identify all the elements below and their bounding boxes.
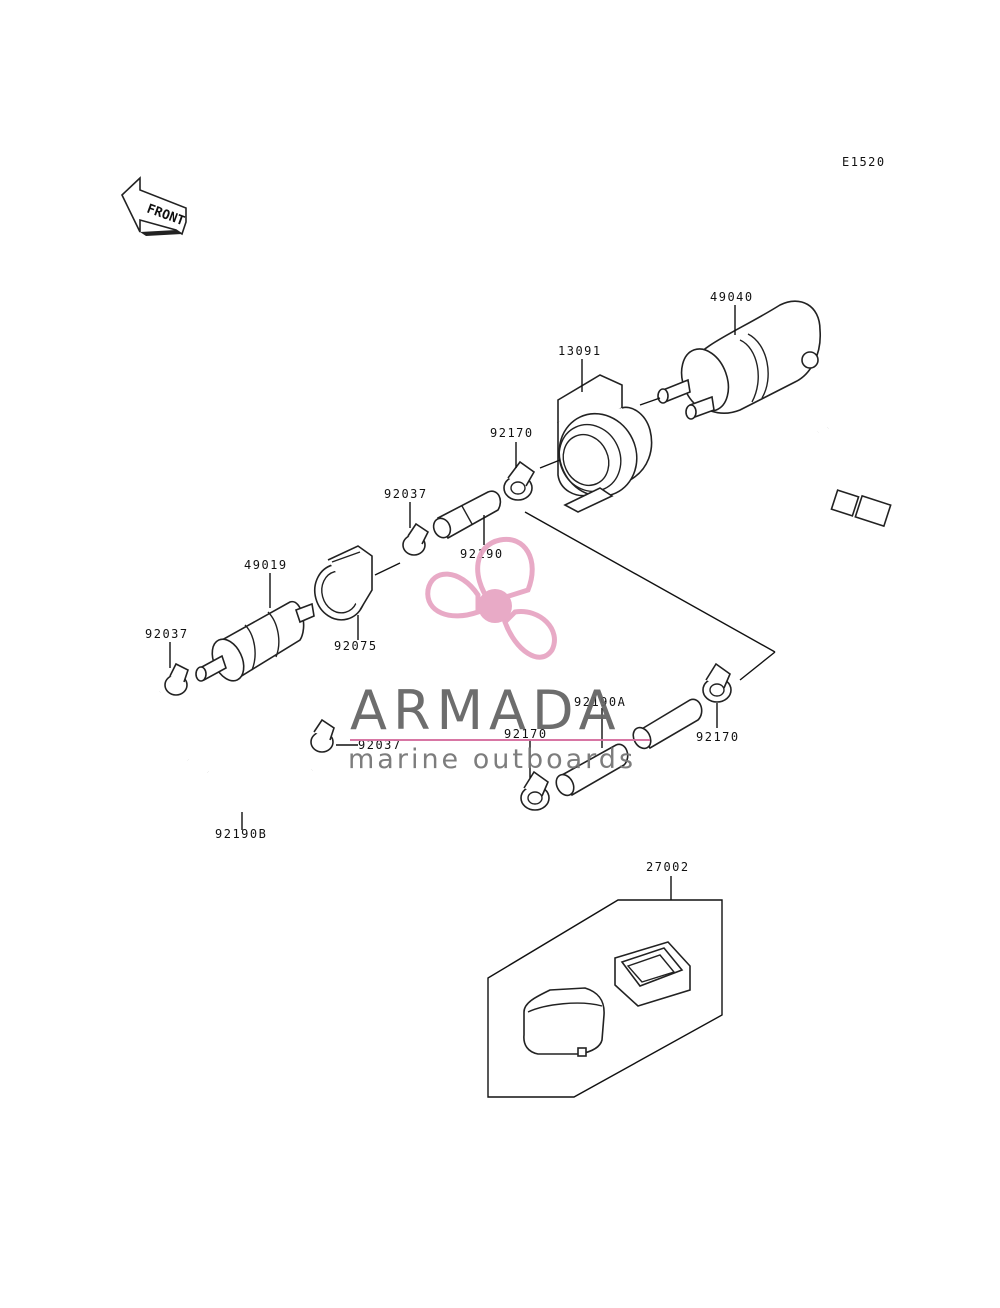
hose-92190B: [109, 682, 322, 821]
hose-92190: [432, 490, 502, 540]
fuel-pump-49040: [657, 300, 821, 420]
label-49040: 49040: [710, 290, 754, 304]
pump-bracket-13091: [557, 374, 653, 513]
kit-box-outline: [487, 899, 723, 1098]
label-13091: 13091: [558, 344, 602, 358]
connector-cover: [523, 987, 605, 1057]
label-27002: 27002: [646, 860, 690, 874]
connector-housing: [614, 941, 691, 1007]
label-92170-top: 92170: [490, 426, 534, 440]
fuel-filter-49019: [195, 601, 315, 682]
watermark-tagline: marine outboards: [348, 744, 636, 775]
label-92037-left: 92037: [145, 627, 189, 641]
propeller-icon: [425, 536, 557, 660]
label-92170-bottom: 92170: [504, 727, 548, 741]
label-92190B: 92190B: [215, 827, 267, 841]
hose-92190A: [555, 698, 703, 797]
clamp-92037-mid: [310, 718, 335, 753]
filter-bracket-92075: [313, 545, 373, 621]
clamp-92037-left: [164, 662, 189, 696]
front-arrow-icon: FRONT: [121, 176, 187, 236]
label-92170-right: 92170: [696, 730, 740, 744]
watermark-brand: ARMADA: [350, 679, 622, 742]
clamp-92170-top: [503, 460, 536, 501]
armada-watermark-logo: ARMADA marine outboards: [348, 536, 650, 775]
diagram-code: E1520: [842, 155, 886, 169]
label-92190A: 92190A: [574, 695, 626, 709]
label-92075: 92075: [334, 639, 378, 653]
label-92037-mid: 92037: [358, 738, 402, 752]
clamp-92037-top: [402, 522, 430, 556]
clamp-92170-bottom: [520, 770, 550, 811]
wire-harness: [779, 363, 892, 528]
clamp-92170-right: [702, 662, 732, 703]
label-92037-top: 92037: [384, 487, 428, 501]
label-49019: 49019: [244, 558, 288, 572]
